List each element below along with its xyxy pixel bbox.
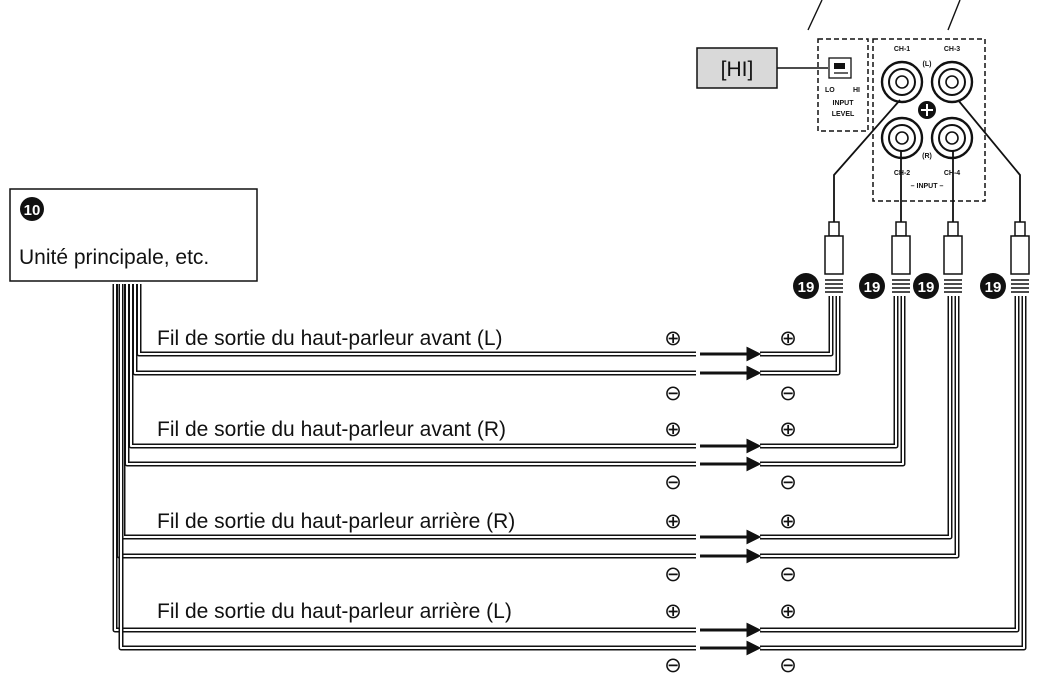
rca-cables [833, 99, 1021, 222]
wire-label-rear-right: Fil de sortie du haut-parleur arrière (R… [157, 510, 515, 533]
connector-number: 19 [985, 279, 1002, 296]
head-unit-number: 10 [24, 202, 41, 219]
head-unit-label: Unité principale, etc. [19, 246, 209, 269]
connection-arrows [700, 346, 762, 656]
switch-lo-label: LO [825, 87, 835, 94]
hi-callout-box [696, 47, 778, 89]
right-channel-label: (R) [922, 153, 932, 160]
ch4-label: CH-4 [944, 170, 960, 177]
hi-callout-text: [HI] [721, 58, 754, 81]
connector-badge: 19 [980, 273, 1006, 299]
callout-leader-right [947, 0, 961, 31]
connector-number: 19 [798, 279, 815, 296]
wire-label-front-left: Fil de sortie du haut-parleur avant (L) [157, 327, 503, 350]
plus-symbol: ⊕ [664, 600, 682, 623]
rca-jack-icon [930, 116, 974, 160]
plus-symbol: ⊕ [664, 510, 682, 533]
plus-symbol: ⊕ [779, 327, 797, 350]
panel-screw-icon [918, 101, 936, 119]
switch-caption-input: INPUT [833, 100, 855, 107]
plus-symbol: ⊕ [664, 327, 682, 350]
minus-symbol: ⊖ [779, 563, 797, 586]
minus-symbol: ⊖ [664, 654, 682, 677]
connector-badge: 19 [793, 273, 819, 299]
callout-leader-left [807, 0, 823, 31]
wire-label-rear-left: Fil de sortie du haut-parleur arrière (L… [157, 600, 512, 623]
minus-symbol: ⊖ [779, 382, 797, 405]
rca-jack-icon [880, 60, 924, 104]
head-unit-box [9, 188, 258, 282]
minus-symbol: ⊖ [664, 382, 682, 405]
rca-plug-icon [943, 221, 963, 293]
ch1-label: CH-1 [894, 46, 910, 53]
switch-caption-level: LEVEL [832, 111, 855, 118]
connector-number: 19 [918, 279, 935, 296]
rca-plug-icon [891, 221, 911, 293]
head-unit-number-badge [20, 197, 44, 221]
input-label: – INPUT – [911, 183, 944, 190]
ch2-label: CH-2 [894, 170, 910, 177]
wire-label-front-right: Fil de sortie du haut-parleur avant (R) [157, 418, 506, 441]
input-jack-panel [872, 38, 986, 202]
minus-symbol: ⊖ [779, 471, 797, 494]
input-level-switch-icon [828, 57, 852, 79]
minus-symbol: ⊖ [779, 654, 797, 677]
connector-number: 19 [864, 279, 881, 296]
plus-symbol: ⊕ [664, 418, 682, 441]
plus-symbol: ⊕ [779, 418, 797, 441]
ch3-label: CH-3 [944, 46, 960, 53]
rca-jack-icon [880, 116, 924, 160]
minus-symbol: ⊖ [664, 563, 682, 586]
wire-rear-right-plus [120, 284, 953, 540]
left-channel-label: (L) [923, 61, 932, 68]
plus-symbol: ⊕ [779, 510, 797, 533]
rca-jack-icon [930, 60, 974, 104]
connector-badge: 19 [859, 273, 885, 299]
connector-badge: 19 [913, 273, 939, 299]
plus-symbol: ⊕ [779, 600, 797, 623]
input-level-panel [817, 38, 869, 132]
rca-plug-icon [1010, 221, 1030, 293]
rca-plug-icon [824, 221, 844, 293]
switch-hi-label: HI [853, 87, 860, 94]
minus-symbol: ⊖ [664, 471, 682, 494]
